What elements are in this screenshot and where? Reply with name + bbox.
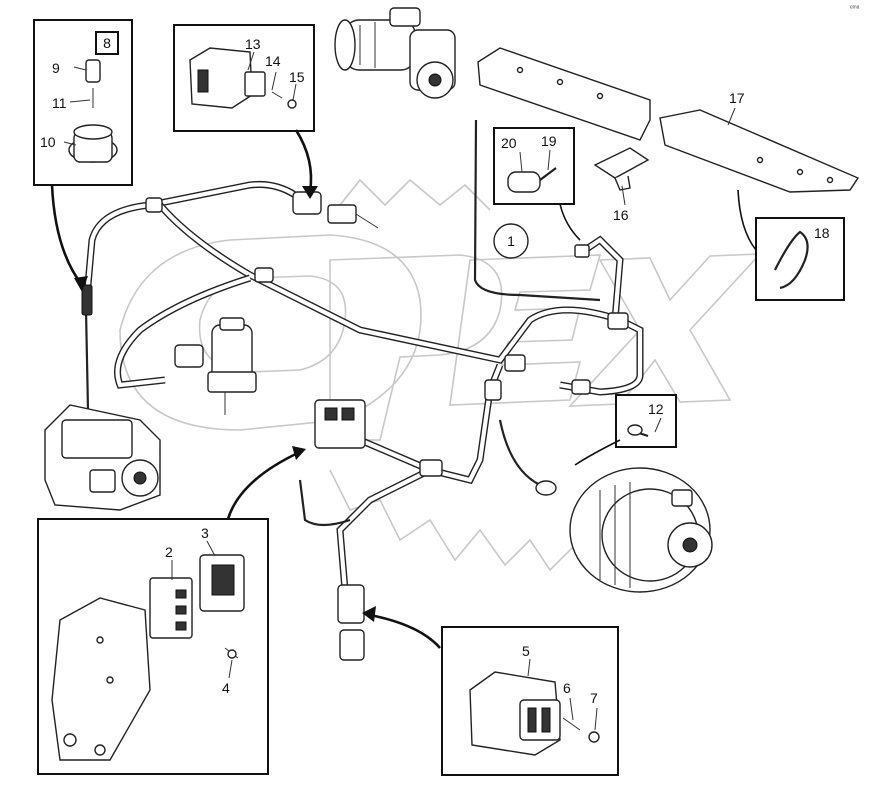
callout-8: 8	[103, 35, 111, 51]
corner-mark: ᵉᵐᵃ	[850, 5, 860, 12]
inset-box-5-6-7	[441, 626, 619, 776]
label-leaders	[63, 51, 736, 731]
callout-6: 6	[563, 680, 571, 696]
callout-20: 20	[501, 135, 517, 151]
callout-3: 3	[201, 525, 209, 541]
callout-17: 17	[729, 90, 745, 106]
bracket	[593, 147, 650, 191]
center-ref-label: 1	[507, 233, 515, 249]
inset-box-19-20	[493, 127, 575, 205]
callout-7: 7	[590, 690, 598, 706]
injection-pump	[44, 284, 161, 511]
inset-box-13	[173, 24, 315, 132]
callout-11: 11	[52, 95, 67, 111]
inset-box-2-3-4	[37, 518, 269, 775]
callout-13: 13	[245, 36, 261, 52]
leader-arrows	[50, 129, 757, 649]
wiring-harness	[84, 119, 644, 591]
starter-motor	[334, 7, 456, 99]
solenoid-assembly	[174, 317, 257, 415]
inset-box-18	[755, 217, 845, 301]
inset-box-8	[33, 19, 133, 186]
callout-2: 2	[165, 544, 173, 560]
callout-4: 4	[222, 680, 230, 696]
callout-14: 14	[265, 53, 281, 69]
reference-circle	[493, 223, 529, 259]
callout-5: 5	[522, 643, 530, 659]
callout-12: 12	[648, 401, 664, 417]
callout-9: 9	[52, 60, 60, 76]
callout-19: 19	[541, 133, 557, 149]
harness-connectors	[292, 191, 590, 661]
callout-10: 10	[40, 134, 56, 150]
callout-16: 16	[613, 207, 629, 223]
inset-box-12	[615, 394, 677, 448]
callout-18: 18	[814, 225, 830, 241]
frame-rail	[477, 47, 860, 193]
callout-15: 15	[289, 69, 305, 85]
alternator	[569, 467, 713, 593]
